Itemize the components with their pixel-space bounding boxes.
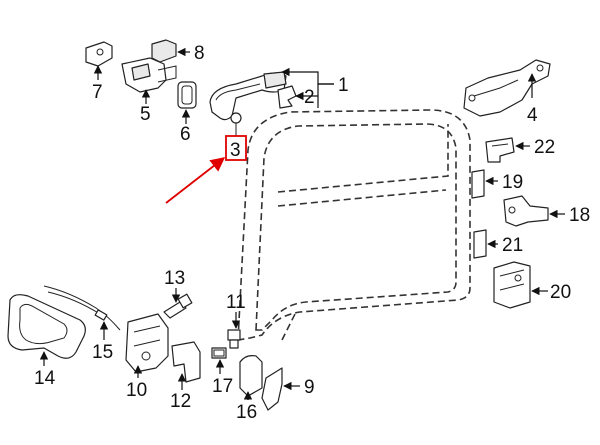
callout-12: 12 [170, 391, 191, 412]
leader-lines [39, 47, 565, 400]
latch-screw [211, 347, 227, 359]
callout-6: 6 [180, 124, 191, 145]
callout-2: 2 [304, 87, 315, 108]
door-latch [125, 313, 169, 373]
callout-16: 16 [236, 402, 257, 423]
lower-hinge [493, 261, 531, 309]
cylinder-cover [151, 39, 177, 63]
callout-11: 11 [226, 292, 246, 313]
callout-3: 3 [230, 140, 241, 161]
callout-1: 1 [338, 75, 349, 96]
seal-ring [230, 112, 242, 136]
latch-bracket [171, 341, 201, 383]
door-frame-outline [237, 109, 471, 341]
cylinder-gasket [177, 81, 197, 109]
callout-8: 8 [194, 43, 205, 64]
hinge-pad-lower [473, 229, 487, 259]
inside-handle [7, 294, 86, 359]
cylinder-cap [85, 41, 113, 67]
upper-hinge [503, 195, 549, 227]
callout-5: 5 [140, 104, 151, 125]
highlight-callout-3 [165, 135, 247, 204]
callout-21: 21 [502, 235, 523, 256]
callout-labels: 1 2 3 4 5 6 7 8 9 10 11 12 13 14 15 16 1… [34, 43, 590, 423]
callout-18: 18 [569, 205, 590, 226]
callout-20: 20 [550, 282, 571, 303]
outside-handle [209, 71, 287, 121]
hinge-pad-upper [471, 169, 485, 199]
callout-14: 14 [34, 368, 56, 389]
callout-13: 13 [164, 268, 185, 289]
latch-shield [261, 367, 283, 411]
callout-15: 15 [92, 342, 113, 363]
lock-rod-pin [163, 293, 193, 319]
latch-cover [239, 355, 263, 397]
lock-cylinder [121, 57, 177, 93]
latch-bolt [227, 329, 241, 349]
callout-7: 7 [92, 82, 103, 103]
callout-19: 19 [502, 172, 523, 193]
callout-9: 9 [304, 377, 315, 398]
callout-17: 17 [212, 376, 233, 397]
callout-10: 10 [126, 380, 147, 401]
callout-22: 22 [534, 137, 555, 158]
release-cable [43, 285, 121, 331]
handle-cap [277, 85, 297, 109]
highlight-arrow [165, 157, 226, 204]
highlight-box [225, 135, 247, 161]
door-striker [485, 137, 515, 163]
callout-4: 4 [527, 105, 538, 126]
